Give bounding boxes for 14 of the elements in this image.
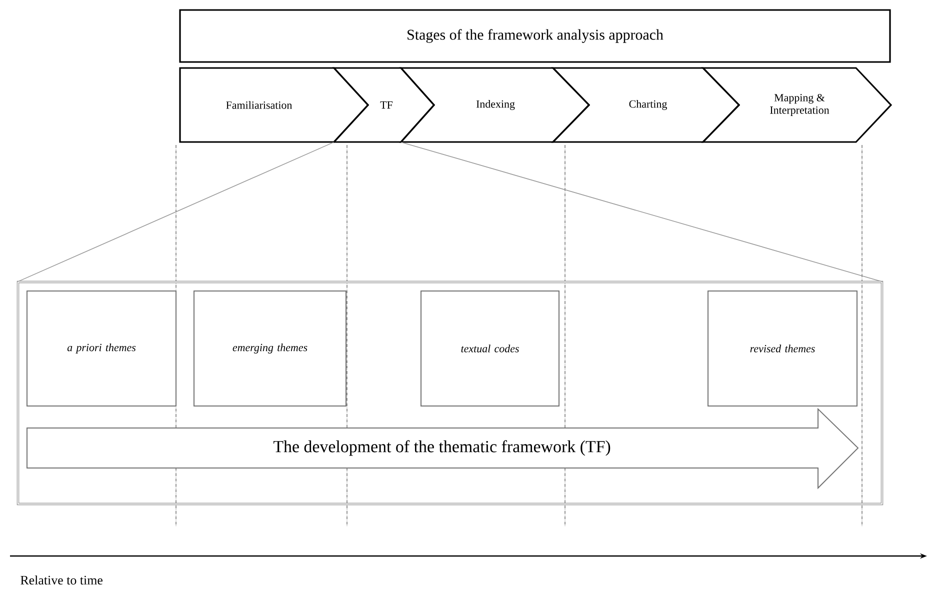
axis-label: Relative to time [20, 575, 102, 585]
zoom-line [17, 142, 334, 282]
zoom-line [400, 142, 883, 282]
theme-box: a priori themes [26, 290, 176, 406]
stage-box: TF [332, 67, 436, 143]
stage-box: Indexing [399, 67, 590, 143]
theme-box: textual codes [420, 290, 560, 406]
stage-box: Familiarisation [179, 67, 370, 143]
stage-box: Charting [551, 67, 740, 143]
theme-box: emerging themes [194, 290, 346, 406]
theme-box: revised themes [708, 290, 858, 406]
stage-box: Mapping & Interpretation [701, 67, 892, 143]
title-box: Stages of the framework analysis approach [179, 9, 891, 63]
framework-box [16, 280, 884, 506]
